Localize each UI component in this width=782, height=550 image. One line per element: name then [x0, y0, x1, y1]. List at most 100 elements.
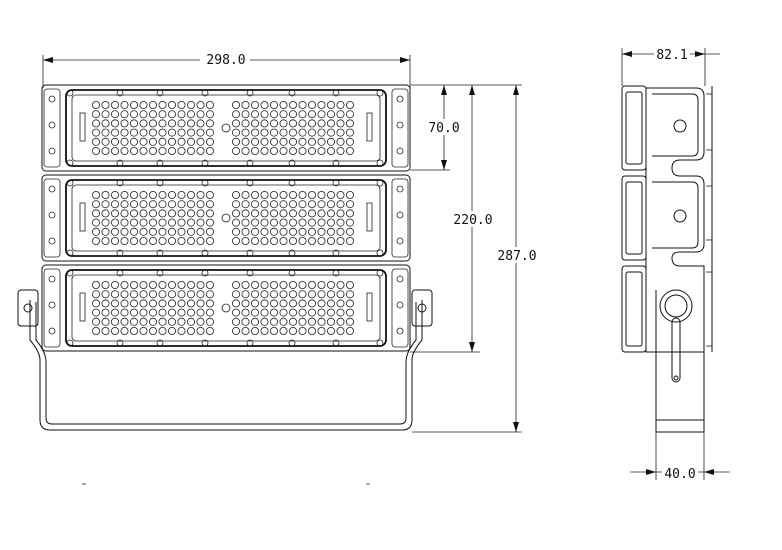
led-lens: [148, 119, 157, 128]
screw: [116, 179, 124, 187]
led-lens: [101, 110, 110, 119]
led-lens: [307, 326, 316, 335]
led-lens: [336, 326, 345, 335]
led-lens: [167, 218, 176, 227]
screw: [246, 89, 254, 97]
led-lens: [196, 290, 205, 299]
led-module: [41, 264, 411, 352]
led-lens: [231, 200, 240, 209]
led-lens: [269, 317, 278, 326]
led-lens: [158, 110, 167, 119]
led-lens: [139, 200, 148, 209]
led-lens: [241, 308, 250, 317]
led-lens: [205, 200, 214, 209]
led-lens: [120, 110, 129, 119]
screw: [201, 89, 209, 97]
led-lens: [241, 326, 250, 335]
led-lens: [139, 326, 148, 335]
led-lens: [241, 290, 250, 299]
led-lens: [148, 290, 157, 299]
screw: [396, 211, 404, 219]
led-lens: [279, 236, 288, 245]
led-lens: [120, 299, 129, 308]
center-mark: [221, 303, 231, 313]
led-lens: [196, 209, 205, 218]
led-lens: [345, 299, 354, 308]
led-lens: [158, 280, 167, 289]
led-lens: [92, 209, 101, 218]
led-lens: [120, 317, 129, 326]
led-lens: [158, 236, 167, 245]
led-lens: [148, 218, 157, 227]
screw: [156, 89, 164, 97]
led-lens: [111, 209, 120, 218]
screw: [376, 179, 384, 187]
led-lens: [129, 200, 138, 209]
led-lens: [241, 190, 250, 199]
dimension-total-height: 287.0: [412, 84, 538, 433]
led-lens: [260, 146, 269, 155]
led-lens: [298, 119, 307, 128]
led-lens: [129, 110, 138, 119]
led-lens: [298, 146, 307, 155]
led-lens: [167, 227, 176, 236]
screw: [376, 339, 384, 347]
center-mark: [221, 213, 231, 223]
led-lens: [288, 137, 297, 146]
led-lens: [260, 317, 269, 326]
led-lens: [307, 236, 316, 245]
led-lens: [288, 280, 297, 289]
led-lens: [345, 317, 354, 326]
led-lens: [279, 308, 288, 317]
dimension-width: 298.0: [42, 51, 411, 88]
screw: [332, 159, 340, 167]
led-lens: [92, 146, 101, 155]
led-lens: [288, 236, 297, 245]
screw: [396, 301, 404, 309]
led-lens: [139, 101, 148, 110]
led-lens: [269, 101, 278, 110]
led-lens: [196, 190, 205, 199]
led-lens: [336, 101, 345, 110]
bracket-depth-label: 40.0: [664, 467, 695, 482]
screw: [116, 339, 124, 347]
side-depth-label: 82.1: [656, 48, 687, 63]
led-lens: [92, 290, 101, 299]
led-lens: [205, 317, 214, 326]
led-lens: [326, 236, 335, 245]
led-lens: [196, 227, 205, 236]
screw: [201, 269, 209, 277]
led-lens: [326, 128, 335, 137]
screw: [48, 301, 56, 309]
led-lens: [148, 137, 157, 146]
width-label: 298.0: [206, 53, 245, 68]
led-lens: [120, 128, 129, 137]
screw: [332, 89, 340, 97]
led-lens: [336, 209, 345, 218]
led-lens: [177, 218, 186, 227]
led-lens: [317, 146, 326, 155]
led-lens: [260, 280, 269, 289]
led-lens: [288, 209, 297, 218]
led-lens: [326, 101, 335, 110]
led-lens: [241, 317, 250, 326]
led-lens: [279, 190, 288, 199]
led-lens: [260, 227, 269, 236]
led-lens: [241, 209, 250, 218]
led-lens: [177, 299, 186, 308]
led-lens: [250, 317, 259, 326]
led-lens: [92, 101, 101, 110]
led-lens: [250, 190, 259, 199]
led-lens: [326, 299, 335, 308]
led-lens: [336, 308, 345, 317]
led-lens: [250, 326, 259, 335]
led-lens: [111, 227, 120, 236]
led-lens: [298, 137, 307, 146]
led-lens: [241, 299, 250, 308]
led-lens: [111, 128, 120, 137]
led-lens: [101, 209, 110, 218]
led-lens: [260, 200, 269, 209]
led-lens: [326, 326, 335, 335]
led-lens: [307, 209, 316, 218]
led-lens: [129, 299, 138, 308]
